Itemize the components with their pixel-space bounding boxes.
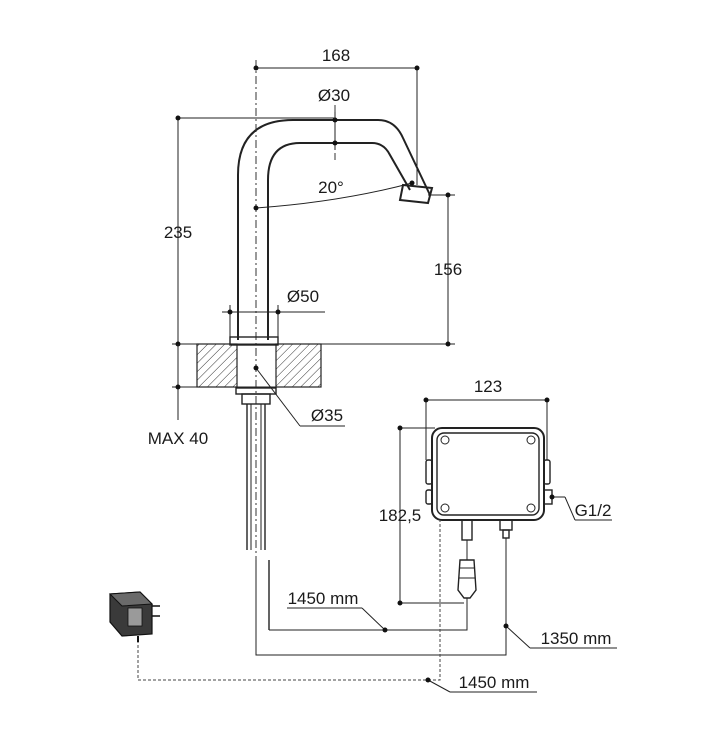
dim-angle [253, 180, 415, 211]
cable-power [137, 520, 537, 693]
cable-sensor [269, 598, 468, 633]
label-cable-sensor: 1450 mm [288, 589, 359, 608]
counter-top [196, 343, 322, 388]
dim-168 [253, 65, 420, 185]
control-box [425, 427, 553, 599]
dim-182-5 [397, 425, 464, 606]
dim-max40 [172, 344, 200, 420]
power-adapter [108, 591, 160, 642]
label-spout-reach: 168 [322, 46, 350, 65]
dim-235 [172, 115, 335, 347]
label-box-width: 123 [474, 377, 502, 396]
label-box-height: 182,5 [379, 506, 422, 525]
dim-123 [423, 397, 550, 460]
label-cable-hose: 1350 mm [541, 629, 612, 648]
dim-d50 [222, 305, 325, 337]
faucet-body [229, 60, 434, 630]
cable-hose [255, 538, 617, 656]
label-cable-power: 1450 mm [459, 673, 530, 692]
dim-156 [321, 192, 455, 347]
label-outlet-height: 156 [434, 260, 462, 279]
dim-d35 [253, 365, 345, 427]
label-total-height: 235 [164, 223, 192, 242]
label-tube-diameter: Ø30 [318, 86, 350, 105]
label-spout-angle: 20° [318, 178, 344, 197]
label-base-diameter: Ø50 [287, 287, 319, 306]
label-max-thickness: MAX 40 [148, 429, 208, 448]
dim-g12 [549, 494, 612, 521]
label-hole-diameter: Ø35 [311, 406, 343, 425]
label-inlet-thread: G1/2 [575, 501, 612, 520]
